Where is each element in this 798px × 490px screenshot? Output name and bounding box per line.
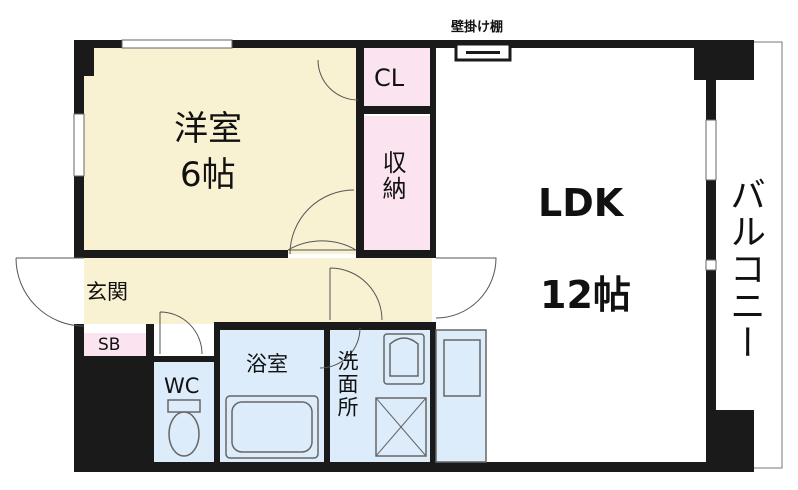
bathtub [225,395,319,459]
balcony-label: バルコニー [724,176,765,361]
shoe-box-label: SB [98,335,121,355]
western-room-name: 洋室 [174,109,242,149]
entrance-label: 玄関 [86,280,128,304]
toilet [167,399,201,457]
storage-label: 収納 [378,150,406,202]
washing-machine-space [375,397,427,457]
washroom-label: 洗面所 [335,350,359,419]
wall-shelf-label: 壁掛け棚 [451,20,504,35]
ldk-name: LDK [538,181,624,225]
washbasin [383,333,425,385]
windows [73,39,717,271]
ldk-size: 12帖 [540,273,631,317]
shoe-box-floor [84,333,146,357]
closet-floor [364,48,430,106]
storage-floor [364,116,430,252]
closet-label: CL [374,64,405,92]
entrance-floor [84,260,154,324]
western-room-floor [84,48,360,254]
western-room-size: 6帖 [180,155,236,195]
doors [15,59,497,369]
kitchen-counter [435,329,487,463]
bathroom-label: 浴室 [246,352,288,376]
toilet-label: WC [164,374,200,398]
balcony-outline [711,41,783,469]
